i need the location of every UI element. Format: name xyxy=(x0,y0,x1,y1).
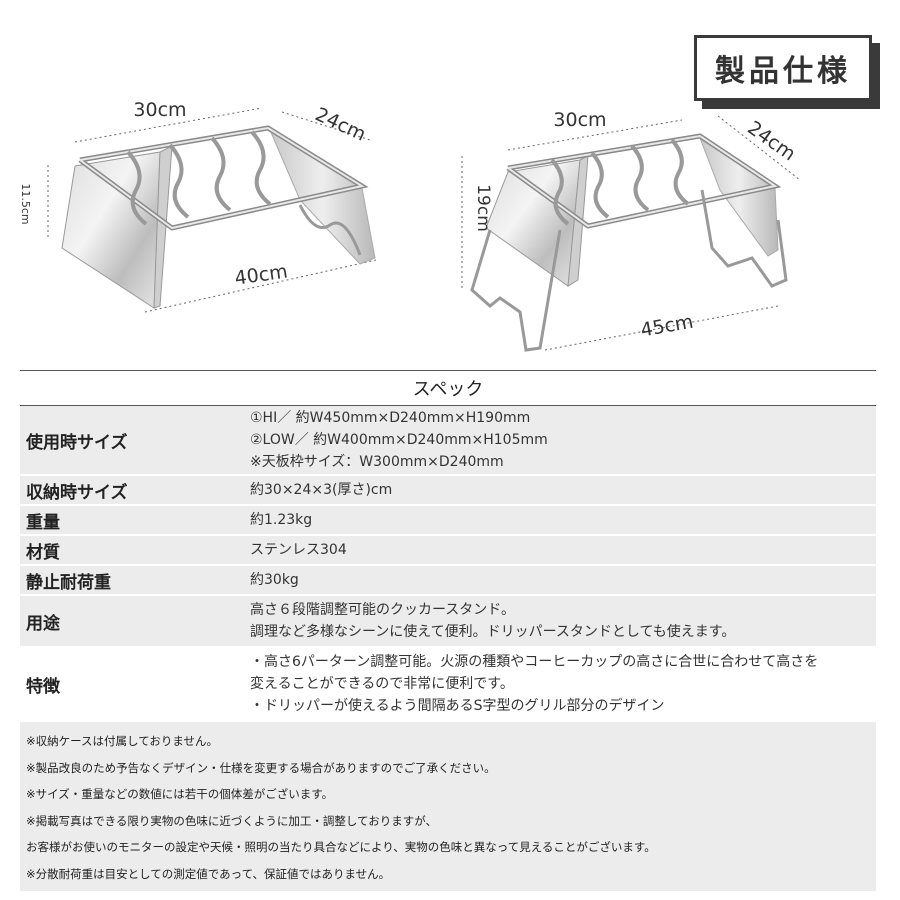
low-height-label: 11.5cm xyxy=(19,183,32,224)
note-line: ※分散耐荷重は目安としての測定値であって、保証値ではありません。 xyxy=(26,866,391,881)
note-line: ※サイズ・重量などの数値には若干の個体差がございます。 xyxy=(26,787,334,801)
spec-value-line: ※天板枠サイズ：W300mm×D240mm xyxy=(250,454,504,470)
spec-row-storage-size: 収納時サイズ 約30×24×3(厚さ)cm xyxy=(20,476,876,506)
spec-value-line: ステンレス304 xyxy=(250,542,347,558)
spec-label: 材質 xyxy=(26,542,60,563)
note-line: お客様がお使いのモニターの設定や天候・照明の当たり具合などにより、実物の色味と異… xyxy=(26,840,656,854)
spec-row-features: 特徴 ・高さ6パーターン調整可能。火源の種類やコーヒーカップの高さに合世に合わせ… xyxy=(20,648,876,722)
notes-section: ※収納ケースは付属しておりません。 ※製品改良のため予告なくデザイン・仕様を変更… xyxy=(20,722,876,891)
spec-value: 高さ６段階調整可能のクッカースタンド。 調理など多様なシーンに使えて便利。ドリッ… xyxy=(250,599,876,643)
spec-value-line: 約1.23kg xyxy=(250,512,313,528)
high-length-label: 45cm xyxy=(639,311,695,342)
high-stand-drawing xyxy=(461,115,801,352)
spec-row-material: 材質 ステンレス304 xyxy=(20,536,876,566)
note-line: ※収納ケースは付属しておりません。 xyxy=(26,734,219,748)
spec-table: スペック 使用時サイズ ①HI／ 約W450mm×D240mm×H190mm ②… xyxy=(20,370,876,891)
spec-label: 用途 xyxy=(26,613,60,634)
product-dimension-illustration: 30cm 24cm 11.5cm 40cm 30cm 24cm 19cm 45c… xyxy=(19,99,801,352)
spec-label: 収納時サイズ xyxy=(26,482,128,503)
spec-value-line: 変えることができるので非常に便利です。 xyxy=(250,676,514,692)
spec-value-line: 約30×24×3(厚さ)cm xyxy=(250,482,393,498)
spec-label: 特徴 xyxy=(26,676,60,697)
spec-value: ①HI／ 約W450mm×D240mm×H190mm ②LOW／ 約W400mm… xyxy=(250,407,876,473)
spec-value-line: ①HI／ 約W450mm×D240mm×H190mm xyxy=(250,410,531,426)
spec-row-purpose: 用途 高さ６段階調整可能のクッカースタンド。 調理など多様なシーンに使えて便利。… xyxy=(20,596,876,648)
spec-value: 約30kg xyxy=(250,569,876,591)
high-height-label: 19cm xyxy=(473,184,493,232)
spec-header: スペック xyxy=(20,370,876,406)
spec-label: 使用時サイズ xyxy=(26,432,128,453)
spec-value: 約30×24×3(厚さ)cm xyxy=(250,479,876,501)
spec-row-load-capacity: 静止耐荷重 約30kg xyxy=(20,566,876,596)
low-length-label: 40cm xyxy=(233,260,289,289)
spec-row-usage-size: 使用時サイズ ①HI／ 約W450mm×D240mm×H190mm ②LOW／ … xyxy=(20,406,876,476)
note-line: ※製品改良のため予告なくデザイン・仕様を変更する場合がありますのでご了承ください… xyxy=(26,760,496,775)
spec-value-line: 調理など多様なシーンに使えて便利。ドリッパースタンドとしても使えます。 xyxy=(250,624,736,640)
spec-label: 重量 xyxy=(26,512,60,533)
spec-value-line: 約30kg xyxy=(250,572,299,588)
spec-value: 約1.23kg xyxy=(250,509,876,531)
spec-value-line: ・ドリッパーが使えるよう間隔あるS字型のグリル部分のデザイン xyxy=(250,698,665,714)
high-depth-label: 24cm xyxy=(743,117,799,166)
spec-value-line: ②LOW／ 約W400mm×D240mm×H105mm xyxy=(250,432,548,448)
page-title: 製品仕様 xyxy=(694,35,872,101)
low-width-label: 30cm xyxy=(133,99,186,121)
high-width-label: 30cm xyxy=(553,109,606,131)
spec-value-line: 高さ６段階調整可能のクッカースタンド。 xyxy=(250,602,516,618)
spec-value: ・高さ6パーターン調整可能。火源の種類やコーヒーカップの高さに合世に合わせて高さ… xyxy=(250,651,876,717)
spec-label: 静止耐荷重 xyxy=(26,572,111,593)
spec-row-weight: 重量 約1.23kg xyxy=(20,506,876,536)
spec-value-line: ・高さ6パーターン調整可能。火源の種類やコーヒーカップの高さに合世に合わせて高さ… xyxy=(250,654,819,670)
spec-value: ステンレス304 xyxy=(250,539,876,561)
low-depth-label: 24cm xyxy=(312,103,369,145)
note-line: ※掲載写真はできる限り実物の色味に近づくように加工・調整しておりますが、 xyxy=(26,813,437,828)
low-stand-drawing xyxy=(47,107,377,313)
